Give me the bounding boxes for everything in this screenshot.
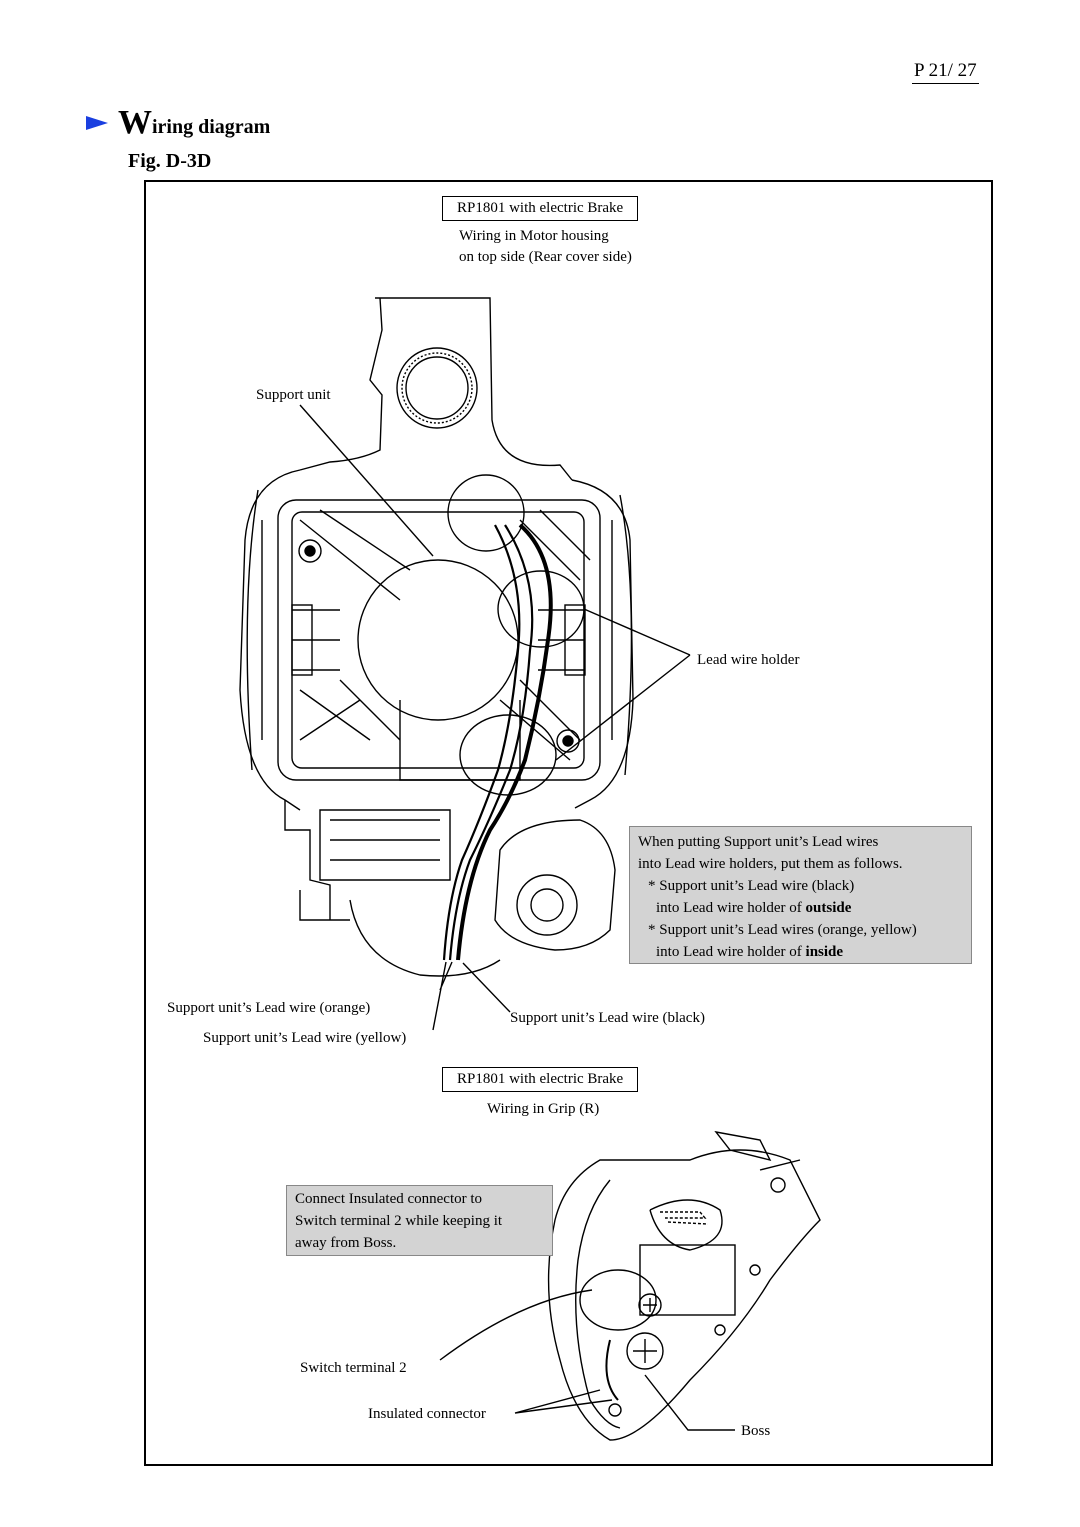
grip-section-title: RP1801 with electric Brake xyxy=(442,1067,639,1092)
lead-black-label: Support unit’s Lead wire (black) xyxy=(510,1010,705,1026)
figure-label: Fig. D-3D xyxy=(128,150,212,172)
note1-line5: * Support unit’s Lead wires (orange, yel… xyxy=(648,922,917,938)
lead-orange-label: Support unit’s Lead wire (orange) xyxy=(167,1000,371,1016)
motor-housing-drawing xyxy=(239,297,691,1031)
figure-frame xyxy=(144,180,993,1466)
note1-line6: into Lead wire holder of inside xyxy=(638,941,963,963)
page-number: P 21/ 27 xyxy=(912,60,979,84)
note1-line6-bold: inside xyxy=(805,944,844,960)
support-unit-label: Support unit xyxy=(256,387,331,403)
motor-subtitle-line2: on top side (Rear cover side) xyxy=(459,249,632,265)
note1-line2: into Lead wire holders, put them as foll… xyxy=(638,856,903,872)
note2-line1: Connect Insulated connector to xyxy=(295,1191,483,1207)
note1-line4: into Lead wire holder of outside xyxy=(638,897,963,919)
heading-rest: iring diagram xyxy=(152,116,271,138)
note-lead-wires: When putting Support unit’s Lead wires i… xyxy=(629,826,972,964)
lead-yellow-label: Support unit’s Lead wire (yellow) xyxy=(203,1030,407,1046)
note1-line1: When putting Support unit’s Lead wires xyxy=(638,834,879,850)
note1-line6-text: into Lead wire holder of xyxy=(656,944,806,960)
note2-line3: away from Boss. xyxy=(295,1235,397,1251)
heading-first-letter: W xyxy=(118,104,152,141)
switch-terminal-label: Switch terminal 2 xyxy=(300,1360,407,1376)
lead-wire-holder-label: Lead wire holder xyxy=(697,652,800,668)
motor-section-title: RP1801 with electric Brake xyxy=(442,196,639,221)
note2-line2: Switch terminal 2 while keeping it xyxy=(295,1213,503,1229)
boss-label: Boss xyxy=(741,1423,771,1439)
grip-subtitle: Wiring in Grip (R) xyxy=(487,1101,600,1117)
section-heading: W iring diagram xyxy=(86,104,270,142)
note1-line4-bold: outside xyxy=(805,900,852,916)
note1-line3: * Support unit’s Lead wire (black) xyxy=(648,878,855,894)
grip-drawing xyxy=(439,1130,821,1441)
insulated-connector-label: Insulated connector xyxy=(368,1406,486,1422)
triangle-arrow-icon xyxy=(86,116,108,130)
note1-line4-text: into Lead wire holder of xyxy=(656,900,806,916)
note-insulated-connector: Connect Insulated connector to Switch te… xyxy=(286,1185,553,1256)
motor-subtitle-line1: Wiring in Motor housing xyxy=(459,228,609,244)
